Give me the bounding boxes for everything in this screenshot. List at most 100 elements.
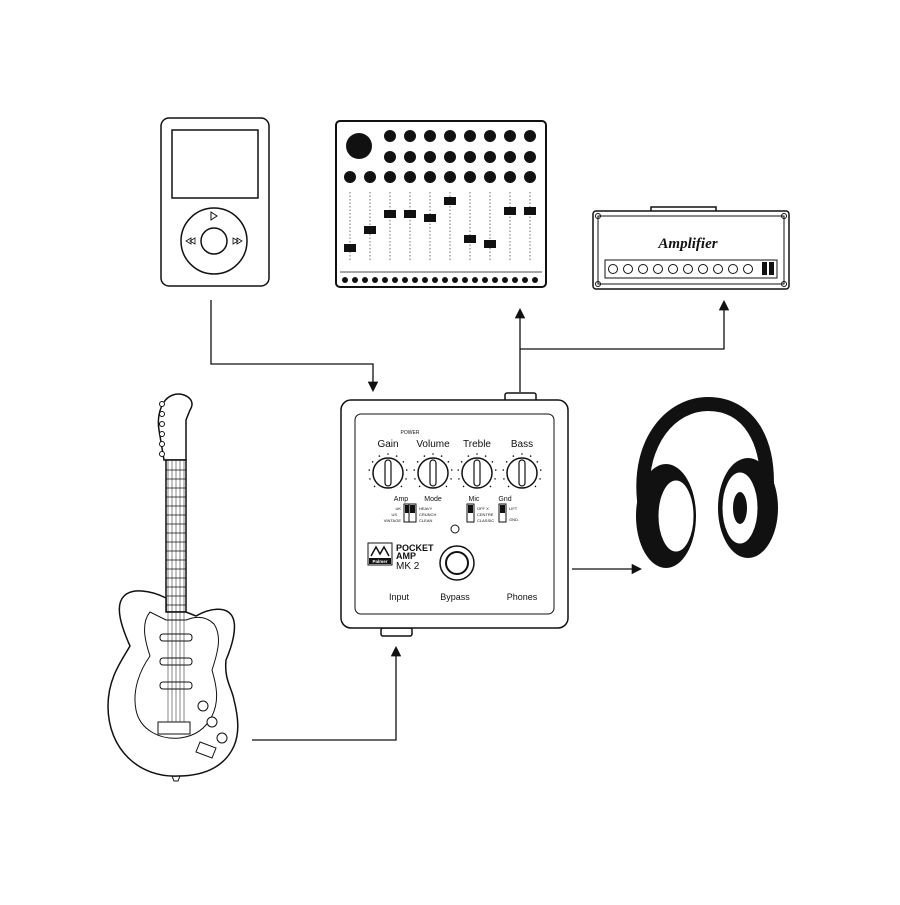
- mixer-knob: [404, 171, 416, 183]
- amplifier-knob: [623, 264, 633, 274]
- mode-option-heavy: HEAVY: [419, 506, 433, 511]
- knob-label-gain: Gain: [377, 439, 398, 450]
- mixer-fader: [524, 207, 536, 215]
- mixer-jack: [342, 277, 348, 283]
- mixer-fader: [384, 210, 396, 218]
- mixer-jack: [442, 277, 448, 283]
- gnd-switch-label: Gnd: [498, 496, 511, 503]
- mixer-knob: [424, 171, 436, 183]
- mixer-knob: [484, 171, 496, 183]
- headphones-icon: [636, 396, 778, 568]
- mic-switch[interactable]: [466, 503, 475, 523]
- mixer-fader: [364, 226, 376, 234]
- mixer-jack: [382, 277, 388, 283]
- electric-guitar-icon: [107, 393, 239, 782]
- gnd-switch[interactable]: [498, 503, 507, 523]
- connection-guitar-to-amp: [252, 645, 402, 741]
- mixer-jack: [472, 277, 478, 283]
- mixer-knob: [484, 130, 496, 142]
- mixer-knob: [464, 151, 476, 163]
- mixer-jack: [362, 277, 368, 283]
- mixer-jack: [352, 277, 358, 283]
- connection-player-to-amp: [210, 300, 379, 393]
- gain-knob[interactable]: [372, 457, 404, 489]
- brand-line-2: AMP: [396, 551, 416, 561]
- amplifier-knob: [653, 264, 663, 274]
- treble-knob[interactable]: [461, 457, 493, 489]
- mixer-fader: [344, 244, 356, 252]
- mixer-jack: [402, 277, 408, 283]
- model-label: MK 2: [396, 561, 420, 572]
- brand-line-1: POCKET: [396, 543, 434, 553]
- amplifier-head-icon: Amplifier: [592, 206, 790, 290]
- mode-switch-label: Mode: [424, 496, 442, 503]
- mixer-fader: [404, 210, 416, 218]
- mixer-knob: [524, 171, 536, 183]
- amplifier-knob: [683, 264, 693, 274]
- mixer-knob: [384, 151, 396, 163]
- bypass-port-label: Bypass: [440, 592, 470, 602]
- mixer-knob: [504, 171, 516, 183]
- mic-option-classic: CLASSIC: [477, 518, 494, 523]
- amplifier-logo: Amplifier: [657, 236, 717, 252]
- amplifier-knob: [743, 264, 753, 274]
- mixer-knob: [424, 130, 436, 142]
- mixer-jack: [422, 277, 428, 283]
- mixer-knob: [504, 151, 516, 163]
- mixer-knob: [464, 130, 476, 142]
- amplifier-knob: [713, 264, 723, 274]
- knob-label-volume: Volume: [416, 439, 450, 450]
- bass-knob[interactable]: [506, 457, 538, 489]
- volume-knob[interactable]: [417, 457, 449, 489]
- amplifier-knob: [608, 264, 618, 274]
- amplifier-knob: [698, 264, 708, 274]
- mixer-knob: [344, 171, 356, 183]
- mixer-knob: [384, 171, 396, 183]
- mixer-fader: [464, 235, 476, 243]
- mixer-knob: [364, 171, 376, 183]
- mixer-knob: [444, 130, 456, 142]
- mode-switch[interactable]: [408, 503, 417, 523]
- palmer-logo: Palmer: [367, 542, 393, 566]
- mixer-knob: [464, 171, 476, 183]
- mixer-jack: [502, 277, 508, 283]
- mixer-jack: [372, 277, 378, 283]
- amplifier-knob: [638, 264, 648, 274]
- gnd-option-lift: LIFT: [509, 506, 518, 511]
- mixer-knob: [524, 151, 536, 163]
- mode-option-clean: CLEAN: [419, 518, 432, 523]
- mode-option-crunch: CRUNCH: [419, 512, 436, 517]
- amplifier-knob: [668, 264, 678, 274]
- mixer-fader: [504, 207, 516, 215]
- mixer-knob: [524, 130, 536, 142]
- power-led: [450, 524, 460, 534]
- mixer-knob: [404, 130, 416, 142]
- mixer-knob: [444, 151, 456, 163]
- mixer-fader: [444, 197, 456, 205]
- mixer-jack: [392, 277, 398, 283]
- power-label: POWER: [401, 430, 420, 436]
- knob-label-bass: Bass: [511, 439, 533, 450]
- mixer-jack: [462, 277, 468, 283]
- mixer-fader: [424, 214, 436, 222]
- amp-option-us: US: [391, 512, 397, 517]
- mic-option-centre: CENTRE: [477, 512, 494, 517]
- connection-amp-to-amplifier: [520, 299, 730, 350]
- mixer-jack: [492, 277, 498, 283]
- mixer-fader: [484, 240, 496, 248]
- bypass-footswitch[interactable]: [439, 545, 475, 581]
- mixer-knob: [484, 151, 496, 163]
- mixer-jack: [532, 277, 538, 283]
- gnd-option-gnd: GND.: [509, 517, 519, 522]
- mixer-jack: [522, 277, 528, 283]
- mixer-console-icon: [335, 120, 547, 288]
- mixer-knob: [504, 130, 516, 142]
- mixer-knob: [444, 171, 456, 183]
- amp-option-vintage: VINTAGE: [384, 518, 402, 523]
- amp-switch-label: Amp: [394, 496, 409, 503]
- knob-label-treble: Treble: [463, 439, 491, 450]
- mixer-knob: [404, 151, 416, 163]
- mixer-jack: [452, 277, 458, 283]
